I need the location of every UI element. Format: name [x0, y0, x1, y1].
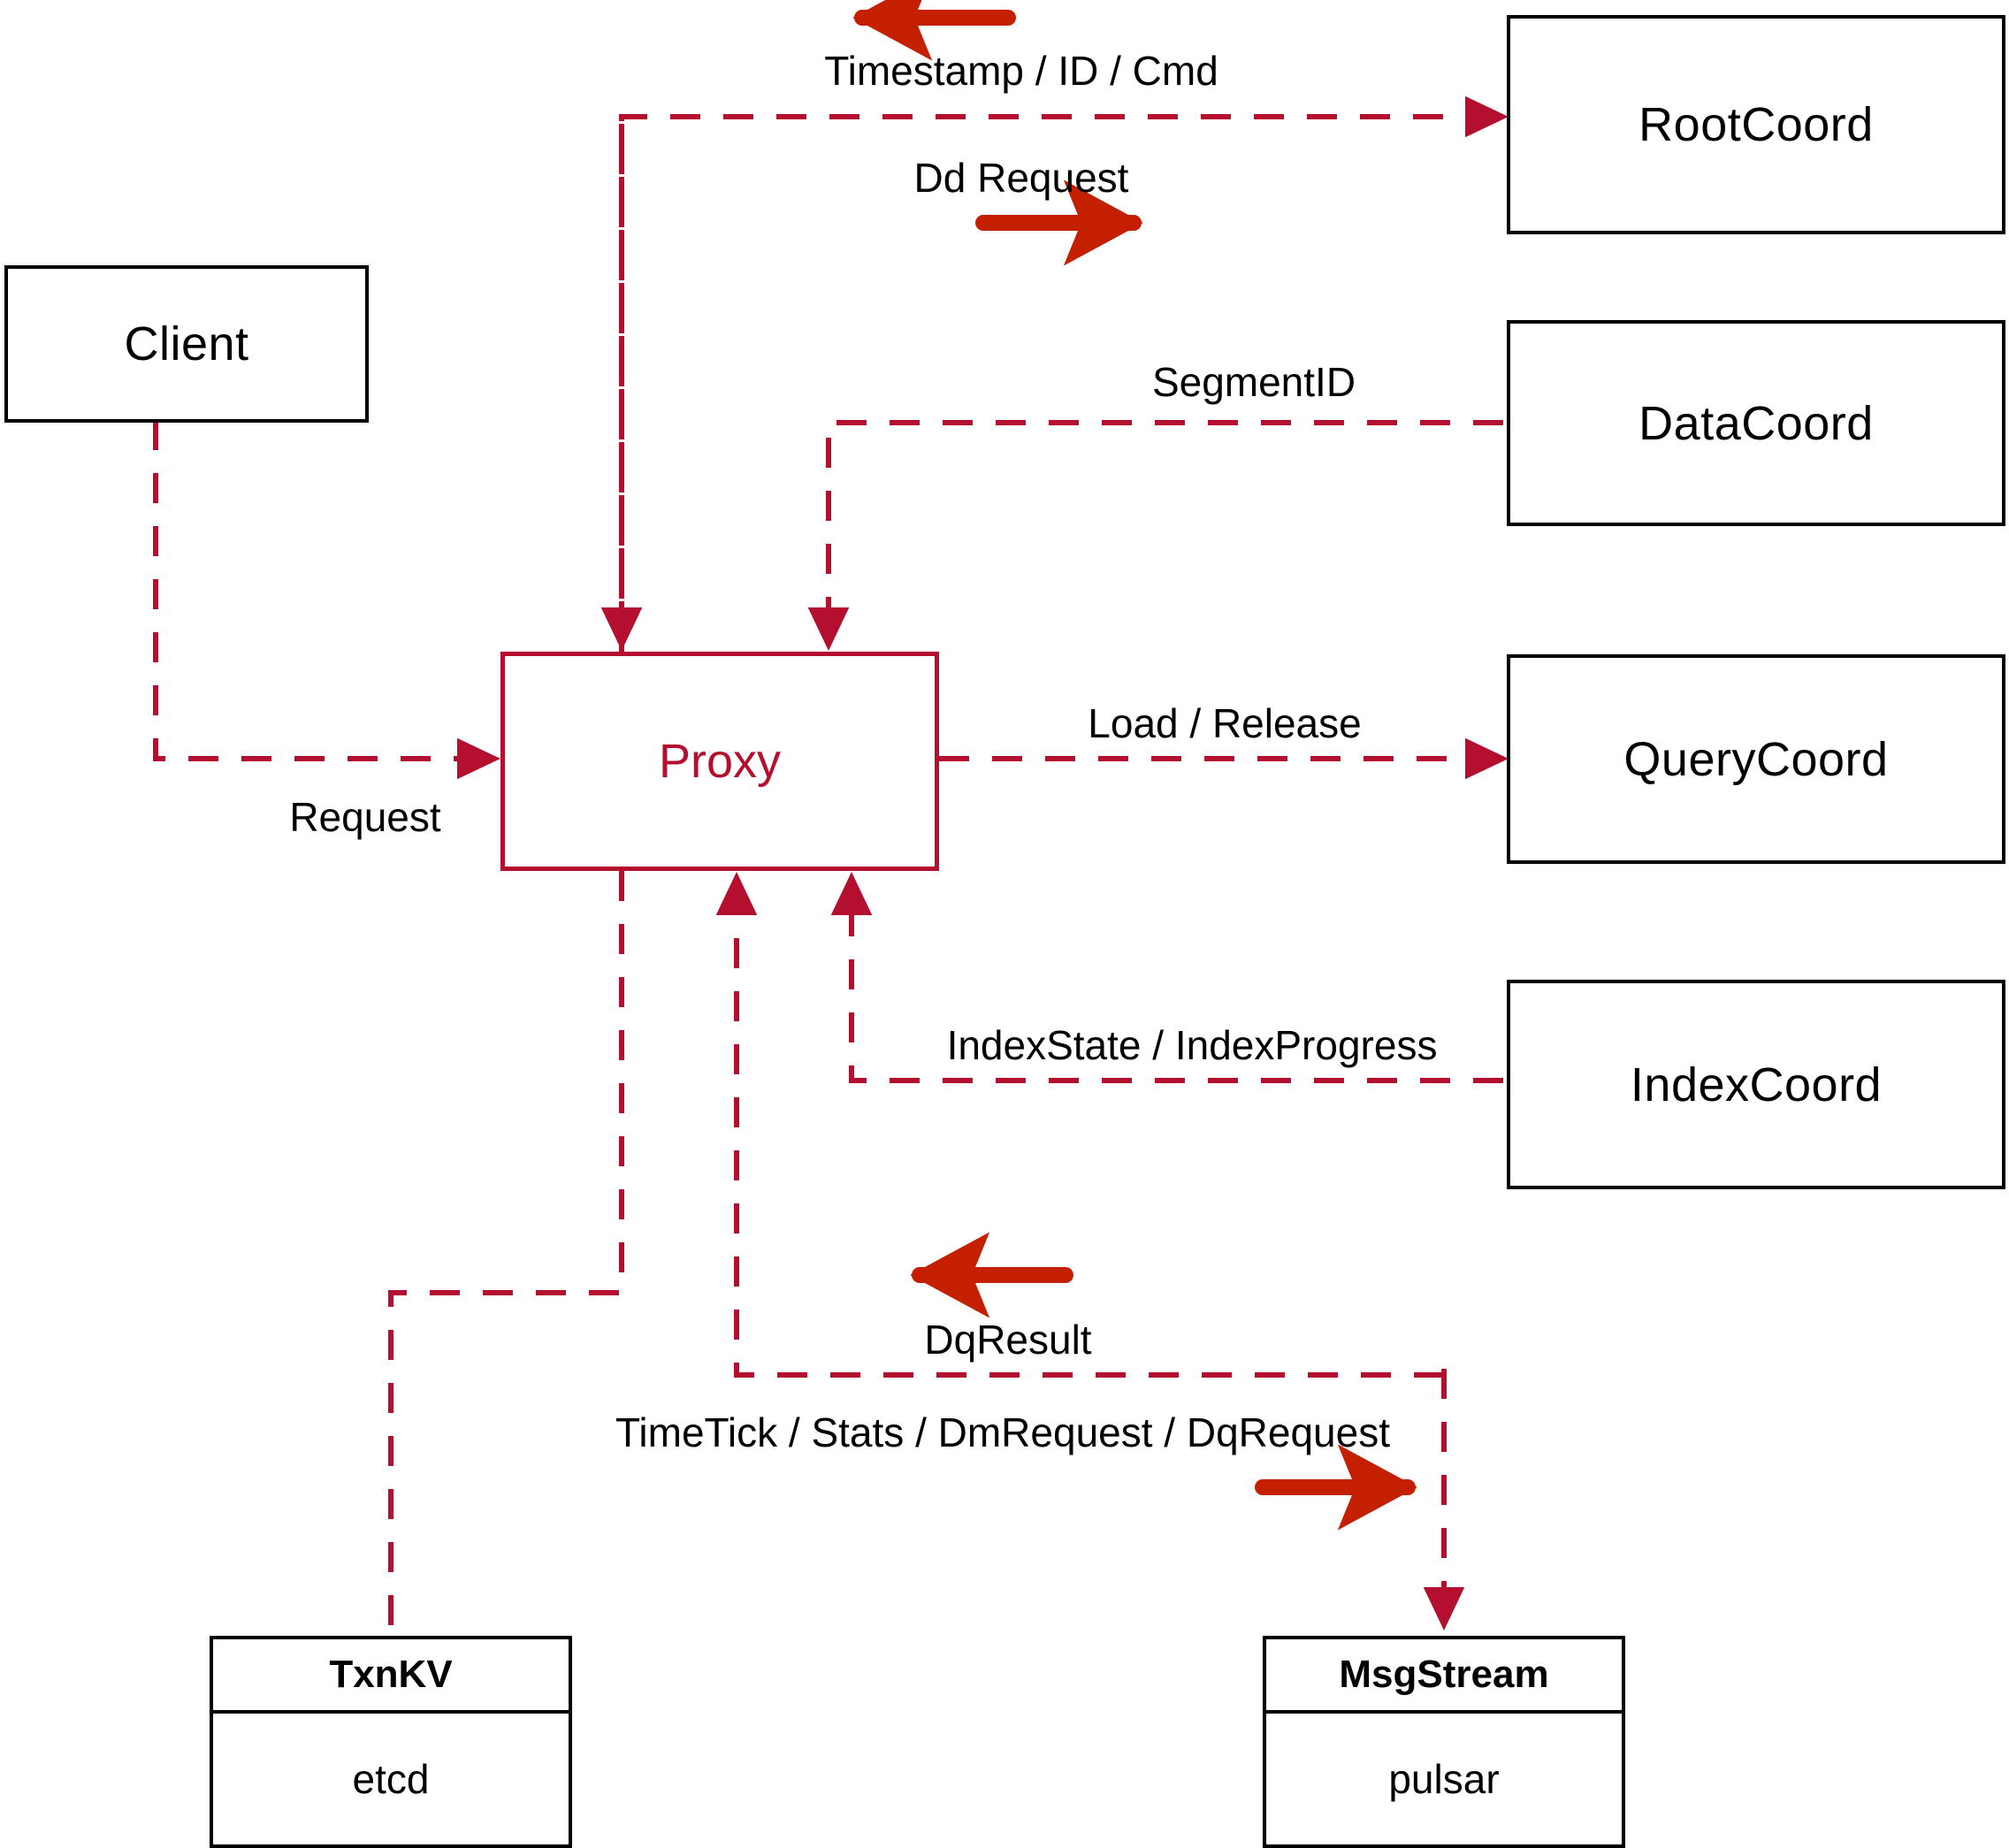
- edge-label-dq-result: DqResult: [924, 1317, 1092, 1363]
- node-proxy[interactable]: Proxy: [500, 652, 939, 871]
- edge-label-request: Request: [289, 794, 441, 840]
- edge-client-to-proxy: [153, 420, 501, 780]
- node-txnkv-body-label: etcd: [352, 1756, 430, 1802]
- node-datacoord-label: DataCoord: [1639, 396, 1874, 450]
- node-msgstream[interactable]: MsgStream pulsar: [1263, 1636, 1625, 1848]
- node-msgstream-header-label: MsgStream: [1339, 1653, 1549, 1696]
- node-proxy-label: Proxy: [658, 735, 782, 788]
- node-client-label: Client: [124, 317, 249, 370]
- node-msgstream-body-label: pulsar: [1388, 1756, 1500, 1802]
- edge-label-load-release: Load / Release: [1088, 700, 1362, 746]
- node-indexcoord[interactable]: IndexCoord: [1507, 980, 2005, 1189]
- edge-label-timestamp-id-cmd: Timestamp / ID / Cmd: [824, 48, 1218, 94]
- edge-proxy-to-txnkv: [388, 871, 624, 1636]
- node-txnkv-body: etcd: [213, 1714, 569, 1844]
- edge-label-timetick-stats: TimeTick / Stats / DmRequest / DqRequest: [615, 1409, 1390, 1455]
- node-querycoord-label: QueryCoord: [1623, 732, 1889, 786]
- edge-msgstream-to-proxy: [715, 871, 1444, 1378]
- node-msgstream-body: pulsar: [1266, 1714, 1622, 1844]
- node-txnkv-header-label: TxnKV: [329, 1653, 453, 1696]
- node-txnkv-header: TxnKV: [213, 1639, 569, 1714]
- node-querycoord[interactable]: QueryCoord: [1507, 654, 2005, 864]
- node-txnkv[interactable]: TxnKV etcd: [210, 1636, 572, 1848]
- edge-label-segment-id: SegmentID: [1151, 359, 1356, 405]
- edge-label-index-state-progress: IndexState / IndexProgress: [946, 1022, 1438, 1068]
- node-rootcoord[interactable]: RootCoord: [1507, 15, 2005, 234]
- edge-proxy-to-rootcoord: [619, 95, 1509, 652]
- edge-label-dd-request: Dd Request: [913, 155, 1129, 201]
- edge-datacoord-to-proxy: [807, 420, 1503, 652]
- node-datacoord[interactable]: DataCoord: [1507, 320, 2005, 526]
- node-indexcoord-label: IndexCoord: [1630, 1058, 1883, 1111]
- node-rootcoord-label: RootCoord: [1639, 98, 1874, 151]
- edge-indexcoord-to-proxy: [830, 871, 1503, 1083]
- node-client[interactable]: Client: [4, 265, 369, 423]
- node-msgstream-header: MsgStream: [1266, 1639, 1622, 1714]
